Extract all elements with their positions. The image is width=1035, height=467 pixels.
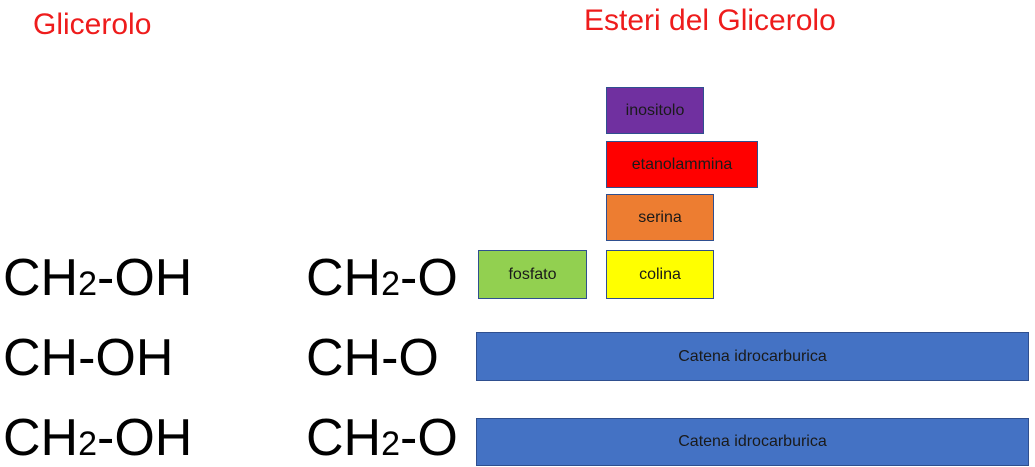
glycerol-row-3-tail: -OH: [97, 409, 193, 467]
glycerol-row-3-subscript: 2: [78, 425, 98, 463]
ester-row-3: CH2-O: [306, 412, 458, 464]
fosfato-box: fosfato: [478, 250, 587, 299]
ester-row-3-main: CH: [306, 409, 382, 467]
glycerol-row-1-main: CH: [3, 249, 79, 307]
ester-row-1: CH2-O: [306, 252, 458, 304]
hydrocarbon-chain-2: Catena idrocarburica: [476, 418, 1029, 466]
glycerol-row-1-tail: -OH: [97, 249, 193, 307]
glycerol-row-3-main: CH: [3, 409, 79, 467]
ester-row-1-subscript: 2: [381, 265, 401, 303]
ester-row-3-tail: -O: [400, 409, 458, 467]
glycerol-row-3: CH2-OH: [3, 412, 192, 464]
glycerol-row-2: CH-OH: [3, 332, 173, 384]
colina-box: colina: [606, 250, 714, 299]
ester-row-1-main: CH: [306, 249, 382, 307]
ester-row-3-subscript: 2: [381, 425, 401, 463]
serina-box: serina: [606, 194, 714, 241]
inositolo-box: inositolo: [606, 87, 704, 134]
glycerol-row-1-subscript: 2: [78, 265, 98, 303]
glycerol-row-1: CH2-OH: [3, 252, 192, 304]
hydrocarbon-chain-1: Catena idrocarburica: [476, 332, 1029, 381]
glycerol-esters-title: Esteri del Glicerolo: [584, 4, 836, 37]
ester-row-2-text: CH-O: [306, 329, 439, 387]
ester-row-2: CH-O: [306, 332, 439, 384]
glycerol-title: Glicerolo: [33, 8, 152, 41]
etanolammina-box: etanolammina: [606, 141, 758, 188]
glycerol-row-2-text: CH-OH: [3, 329, 174, 387]
ester-row-1-tail: -O: [400, 249, 458, 307]
